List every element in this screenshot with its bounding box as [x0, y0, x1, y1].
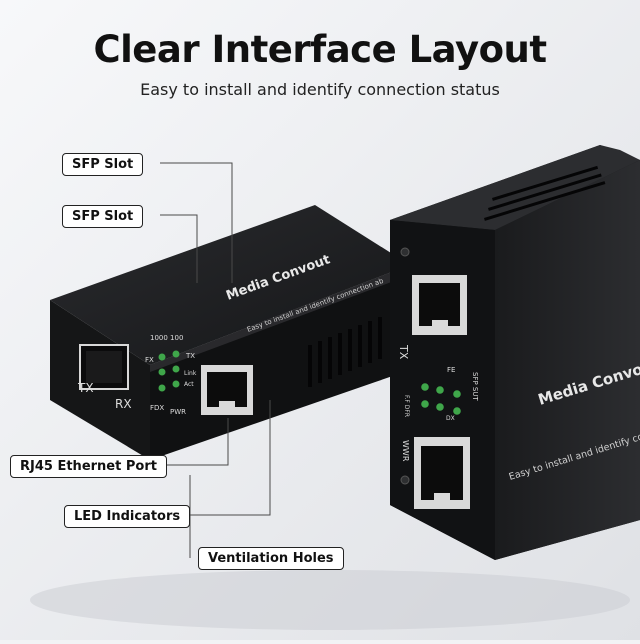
right-led	[453, 390, 461, 398]
left-ventilation-holes	[308, 317, 382, 387]
floor-shadow	[30, 570, 630, 630]
right-tx-label: TX	[397, 344, 410, 360]
left-led	[172, 350, 180, 358]
callout-sfp-slot-2: SFP Slot	[62, 205, 144, 228]
right-fe-label: FE	[447, 366, 455, 374]
left-led-fdx-label: FDX	[150, 404, 164, 412]
right-rj45-opening-bottom	[421, 446, 463, 500]
callout-sfp-slot-1: SFP Slot	[62, 153, 144, 176]
left-rx-label: RX	[115, 397, 132, 411]
right-ventilation-holes	[484, 165, 606, 221]
left-tx-label: TX	[77, 381, 94, 395]
page-title: Clear Interface Layout	[93, 28, 547, 71]
left-led-fx-label: FX	[145, 356, 154, 364]
left-sfp-inner	[86, 351, 122, 383]
right-led	[436, 403, 444, 411]
left-media-converter: Media Convout Easy to install and identi…	[50, 205, 410, 460]
right-sfp-label: SFP SUT	[471, 372, 479, 401]
left-led-pwr-label: PWR	[170, 408, 186, 416]
left-device-top	[50, 205, 410, 365]
callout-rj45-ethernet-port: RJ45 Ethernet Port	[10, 455, 167, 478]
right-rj45-opening-top	[419, 283, 460, 326]
right-media-converter: TX F.F DFR FE SFP SUT DX WWR Media Convo…	[390, 145, 640, 560]
right-device-side	[495, 160, 640, 560]
right-rj45-clip-bottom	[434, 493, 450, 501]
left-led-tx-label: TX	[185, 352, 195, 360]
left-led	[158, 384, 166, 392]
right-led	[436, 386, 444, 394]
right-screw	[400, 247, 410, 257]
callout-led-indicators: LED Indicators	[64, 505, 191, 528]
right-led	[453, 407, 461, 415]
left-led	[158, 368, 166, 376]
page-subtitle: Easy to install and identify connection …	[140, 80, 500, 99]
left-device-edge	[150, 265, 410, 372]
right-led	[421, 383, 429, 391]
right-rj45-clip-top	[432, 320, 448, 327]
right-dx-label: DX	[446, 415, 455, 422]
right-port2-label: WWR	[401, 440, 410, 462]
left-led-link-label: Link	[184, 370, 197, 377]
left-speed-label: 1000 100	[150, 334, 183, 342]
left-led-act-label: Act	[184, 381, 194, 388]
left-led	[172, 365, 180, 373]
left-led	[172, 380, 180, 388]
right-led	[421, 400, 429, 408]
right-screw	[400, 475, 410, 485]
left-rj45-clip	[219, 401, 235, 408]
callout-ventilation-holes: Ventilation Holes	[198, 547, 344, 570]
right-led-left-label: F.F DFR	[403, 395, 410, 417]
right-device-top	[390, 145, 640, 230]
left-led	[158, 353, 166, 361]
